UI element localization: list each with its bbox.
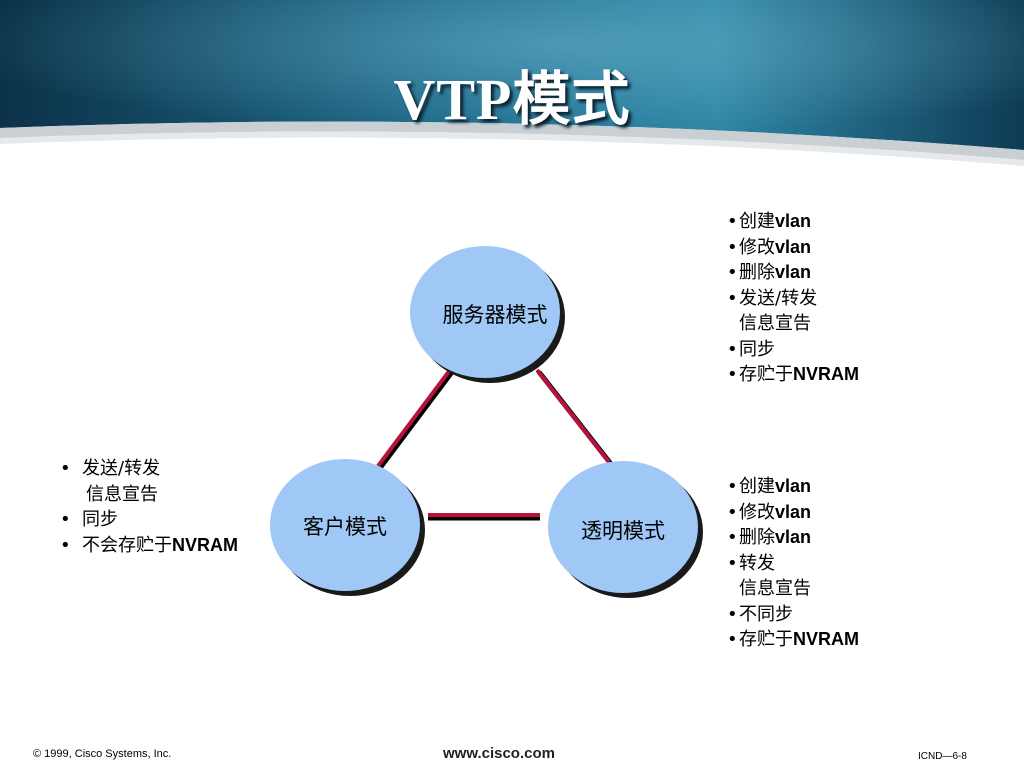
feature-text: 发送/转发 bbox=[739, 287, 818, 309]
feature-keyword: NVRAM bbox=[793, 629, 859, 649]
feature-text: 信息宣告 bbox=[86, 483, 158, 505]
client-feature-list: • 发送/转发信息宣告 • 同步 • 不会存贮于NVRAM bbox=[60, 456, 238, 558]
feature-list-item: •创建vlan bbox=[727, 474, 859, 500]
footer-website: www.cisco.com bbox=[443, 745, 555, 762]
feature-text: 删除 bbox=[739, 262, 775, 283]
feature-text: 创建 bbox=[739, 211, 775, 232]
edge-client-transparent bbox=[428, 513, 540, 521]
node-transparent bbox=[548, 461, 703, 598]
feature-list-item: •存贮于NVRAM bbox=[727, 627, 859, 653]
footer-copyright: © 1999, Cisco Systems, Inc. bbox=[33, 748, 172, 760]
transparent-feature-list: •创建vlan•修改vlan•删除vlan•转发信息宣告•不同步•存贮于NVRA… bbox=[727, 474, 859, 653]
feature-text: 信息宣告 bbox=[739, 313, 811, 334]
feature-list-item: • 同步 bbox=[60, 507, 238, 533]
feature-text: 转发 bbox=[739, 552, 775, 574]
bullet-dot-icon: • bbox=[60, 509, 71, 530]
feature-list-item: •删除vlan bbox=[727, 525, 859, 551]
node-client-label: 客户模式 bbox=[303, 515, 387, 539]
feature-text: 创建 bbox=[739, 476, 775, 497]
feature-text: 存贮于 bbox=[739, 629, 793, 650]
feature-keyword: vlan bbox=[775, 501, 812, 522]
feature-list-item: •同步 bbox=[727, 337, 859, 363]
feature-keyword: vlan bbox=[775, 476, 812, 496]
feature-text: 修改 bbox=[739, 236, 775, 258]
node-transparent-label: 透明模式 bbox=[581, 519, 665, 543]
feature-keyword: vlan bbox=[775, 262, 812, 282]
feature-text: 信息宣告 bbox=[739, 578, 811, 599]
bullet-dot-icon: • bbox=[727, 527, 738, 548]
feature-list-item: •修改vlan bbox=[727, 235, 859, 261]
bullet-dot-icon: • bbox=[727, 236, 738, 258]
feature-keyword: vlan bbox=[775, 211, 812, 231]
feature-text: 存贮于 bbox=[739, 364, 793, 385]
bullet-dot-icon: • bbox=[727, 338, 738, 360]
bullet-dot-icon: • bbox=[727, 552, 738, 574]
header-banner bbox=[0, 0, 1024, 170]
slide-title: VTP模式 bbox=[393, 67, 631, 132]
node-client bbox=[270, 459, 425, 596]
bullet-dot-icon: • bbox=[60, 534, 71, 556]
bullet-dot-icon: • bbox=[727, 629, 738, 650]
feature-list-item: •创建vlan bbox=[727, 209, 859, 235]
feature-text: 发送/转发 bbox=[82, 458, 161, 479]
edge-server-client bbox=[376, 368, 454, 470]
feature-list-item: 信息宣告 bbox=[727, 576, 859, 602]
feature-list-item: • 不会存贮于NVRAM bbox=[60, 533, 238, 559]
node-server bbox=[410, 246, 565, 383]
feature-keyword: vlan bbox=[775, 236, 812, 257]
feature-list-item: •转发 bbox=[727, 551, 859, 577]
bullet-dot-icon: • bbox=[727, 603, 738, 625]
feature-text: 同步 bbox=[739, 338, 775, 360]
feature-text: 修改 bbox=[739, 501, 775, 523]
feature-list-item: •修改vlan bbox=[727, 500, 859, 526]
feature-list-item: 信息宣告 bbox=[60, 482, 238, 508]
feature-list-item: •存贮于NVRAM bbox=[727, 362, 859, 388]
feature-list-item: •不同步 bbox=[727, 602, 859, 628]
node-server-label: 服务器模式 bbox=[442, 303, 548, 327]
edge-server-transparent bbox=[535, 368, 613, 466]
bullet-dot-icon: • bbox=[727, 501, 738, 523]
feature-text: 不同步 bbox=[739, 603, 793, 625]
bullet-dot-icon: • bbox=[727, 262, 738, 283]
feature-list-item: • 发送/转发 bbox=[60, 456, 238, 482]
feature-list-item: •删除vlan bbox=[727, 260, 859, 286]
feature-keyword: NVRAM bbox=[793, 364, 859, 384]
feature-list-item: 信息宣告 bbox=[727, 311, 859, 337]
feature-text: 不会存贮于 bbox=[82, 534, 172, 556]
feature-text: 同步 bbox=[82, 509, 118, 530]
bullet-dot-icon: • bbox=[727, 211, 738, 232]
feature-keyword: NVRAM bbox=[172, 534, 238, 555]
bullet-dot-icon: • bbox=[727, 364, 738, 385]
bullet-dot-icon: • bbox=[60, 458, 71, 479]
server-feature-list: •创建vlan•修改vlan•删除vlan•发送/转发信息宣告•同步•存贮于NV… bbox=[727, 209, 859, 388]
footer-slide-number: ICND—6-8 bbox=[918, 751, 967, 762]
feature-keyword: vlan bbox=[775, 527, 812, 547]
bullet-dot-icon: • bbox=[727, 476, 738, 497]
feature-text: 删除 bbox=[739, 527, 775, 548]
feature-list-item: •发送/转发 bbox=[727, 286, 859, 312]
bullet-dot-icon: • bbox=[727, 287, 738, 309]
